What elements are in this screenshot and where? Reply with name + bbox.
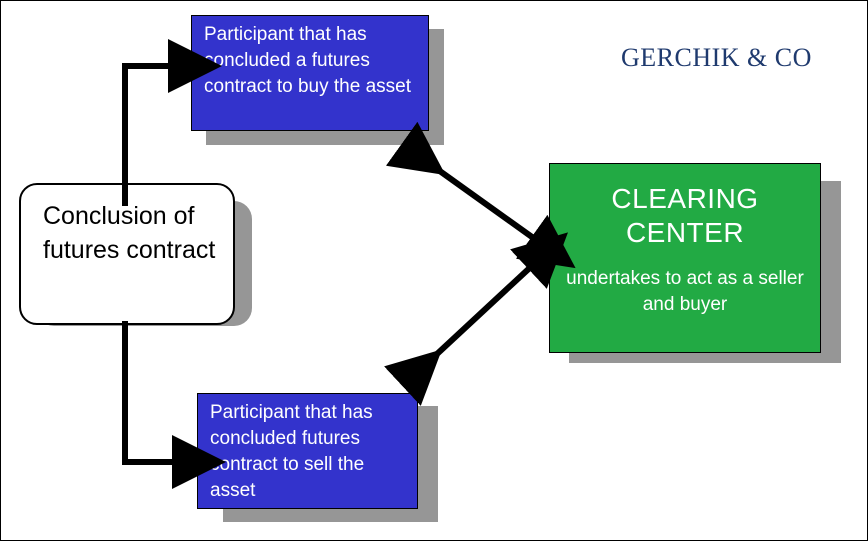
clearing-center-subtitle: undertakes to act as a seller and buyer [566, 268, 804, 315]
connector-start-to-seller [122, 321, 226, 489]
clearing-center-title: CLEARING CENTER [611, 183, 759, 248]
participant-buyer-box[interactable]: Participant that has concluded a futures… [191, 15, 429, 131]
participant-seller-label: Participant that has concluded futures c… [210, 402, 373, 501]
participant-seller-box[interactable]: Participant that has concluded futures c… [197, 393, 418, 509]
brand-wordmark: GERCHIK & CO [621, 43, 812, 72]
conclusion-label: Conclusion of futures contract [43, 202, 216, 264]
conclusion-of-futures-contract-box[interactable]: Conclusion of futures contract [19, 183, 235, 325]
connector-seller-clearing [384, 232, 568, 406]
connector-buyer-clearing [385, 121, 576, 269]
clearing-center-box[interactable]: CLEARING CENTER undertakes to act as a s… [549, 163, 821, 353]
participant-buyer-label: Participant that has concluded a futures… [204, 24, 412, 97]
